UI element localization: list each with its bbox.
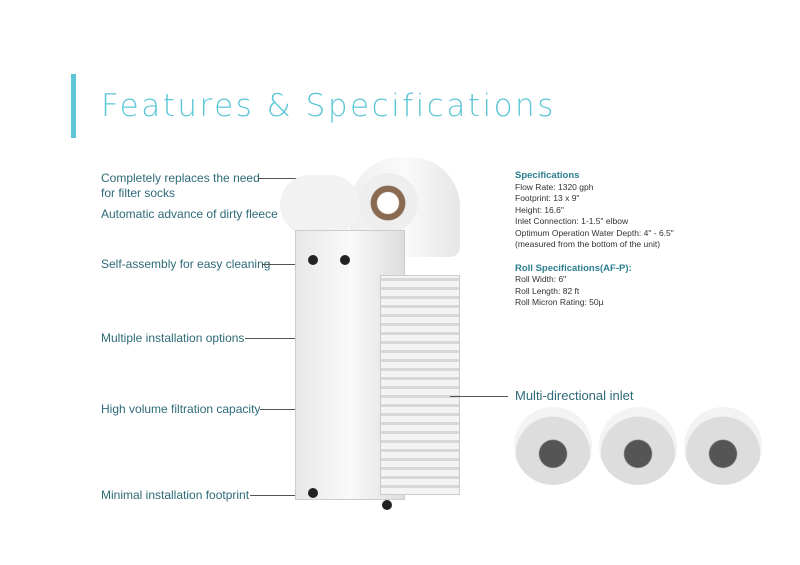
- spec-item: Optimum Operation Water Depth: 4" - 6.5": [515, 227, 674, 238]
- product-image-filter-unit: [270, 155, 470, 520]
- spec-item: Inlet Connection: 1-1.5" elbow: [515, 216, 629, 226]
- roll-specifications-heading: Roll Specifications(AF-P):: [515, 262, 632, 274]
- feature-3: Self-assembly for easy cleaning: [101, 257, 271, 271]
- spec-item: Height: 16.6": [515, 204, 564, 215]
- page-title: Features & Specifications: [101, 88, 556, 124]
- roll-spec-item: Roll Width: 6": [515, 274, 567, 284]
- feature-line: Completely replaces the need: [101, 171, 260, 185]
- spec-item: Flow Rate: 1320 gph: [515, 181, 594, 192]
- roll-spec-item: Roll Micron Rating: 50µ: [515, 297, 604, 307]
- feature-5: High volume filtration capacity: [101, 402, 261, 416]
- roll-spec-item: Roll Length: 82 ft: [515, 285, 580, 296]
- feature-line: for filter socks: [101, 186, 176, 200]
- inlet-photo-3: [684, 407, 762, 485]
- inlet-photo-1: [514, 407, 592, 485]
- title-accent-bar: [71, 74, 76, 138]
- spec-item: Footprint: 13 x 9": [515, 193, 580, 203]
- specifications-block: Specifications Flow Rate: 1320 gph Footp…: [515, 170, 674, 309]
- feature-4: Multiple installation options: [101, 331, 245, 345]
- feature-6: Minimal installation footprint: [101, 488, 250, 502]
- inlet-photo-2: [599, 407, 677, 485]
- feature-2: Automatic advance of dirty fleece: [101, 207, 278, 221]
- specifications-heading: Specifications: [515, 170, 580, 181]
- inlet-label: Multi-directional inlet: [515, 388, 634, 403]
- spec-item: (measured from the bottom of the unit): [515, 239, 661, 249]
